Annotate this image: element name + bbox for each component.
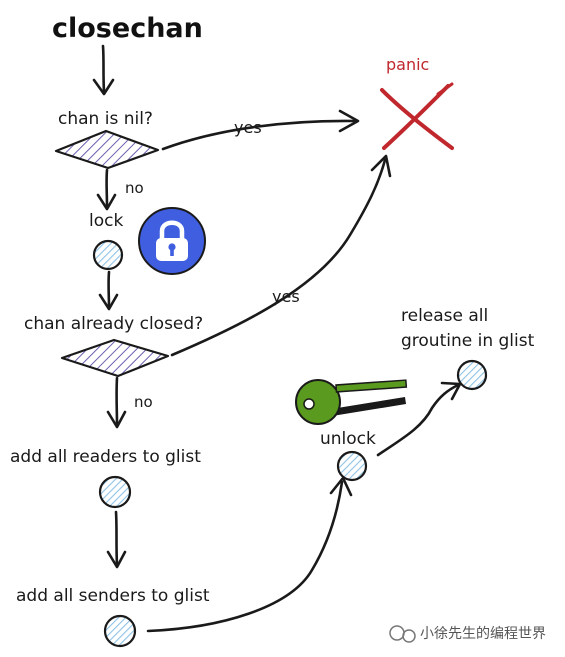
add-readers-label: add all readers to glist bbox=[10, 447, 201, 467]
release-node bbox=[456, 359, 488, 391]
nil-check-label: chan is nil? bbox=[58, 109, 153, 129]
panic-label: panic bbox=[386, 55, 429, 74]
release-label-line2: groutine in glist bbox=[401, 331, 535, 351]
watermark-text: 小徐先生的编程世界 bbox=[420, 626, 546, 642]
arrow-title-to-nil-check bbox=[92, 44, 115, 96]
closed-yes-label: yes bbox=[272, 287, 300, 306]
nil-yes-label: yes bbox=[234, 118, 262, 137]
lock-label: lock bbox=[89, 211, 123, 231]
nil-check-decision bbox=[54, 129, 160, 170]
nil-no-label: no bbox=[125, 179, 144, 197]
key-icon bbox=[295, 379, 408, 425]
arrow-closed-no-to-readers bbox=[106, 376, 127, 429]
closed-no-label: no bbox=[134, 393, 153, 411]
unlock-node bbox=[336, 450, 368, 482]
arrow-nil-no-to-lock bbox=[96, 168, 117, 211]
arrow-senders-to-unlock bbox=[146, 476, 353, 633]
diagram-title: closechan bbox=[52, 13, 203, 44]
unlock-label: unlock bbox=[320, 429, 376, 449]
arrow-readers-to-senders bbox=[106, 510, 127, 569]
red-cross-icon bbox=[380, 82, 454, 150]
closed-check-label: chan already closed? bbox=[24, 314, 203, 334]
padlock-icon bbox=[138, 207, 206, 275]
lock-node bbox=[92, 239, 124, 271]
add-readers-node bbox=[98, 475, 132, 509]
arrow-unlock-to-release bbox=[376, 381, 462, 457]
watermark: 小徐先生的编程世界 bbox=[389, 625, 546, 643]
add-senders-label: add all senders to glist bbox=[16, 586, 210, 606]
add-senders-node bbox=[103, 614, 137, 648]
arrow-lock-to-closed-check bbox=[98, 270, 119, 311]
release-label-line1: release all bbox=[401, 306, 488, 326]
arrow-closed-yes-to-panic bbox=[170, 154, 392, 357]
arrow-nil-yes-to-panic bbox=[161, 109, 360, 151]
closed-check-decision bbox=[60, 338, 170, 378]
